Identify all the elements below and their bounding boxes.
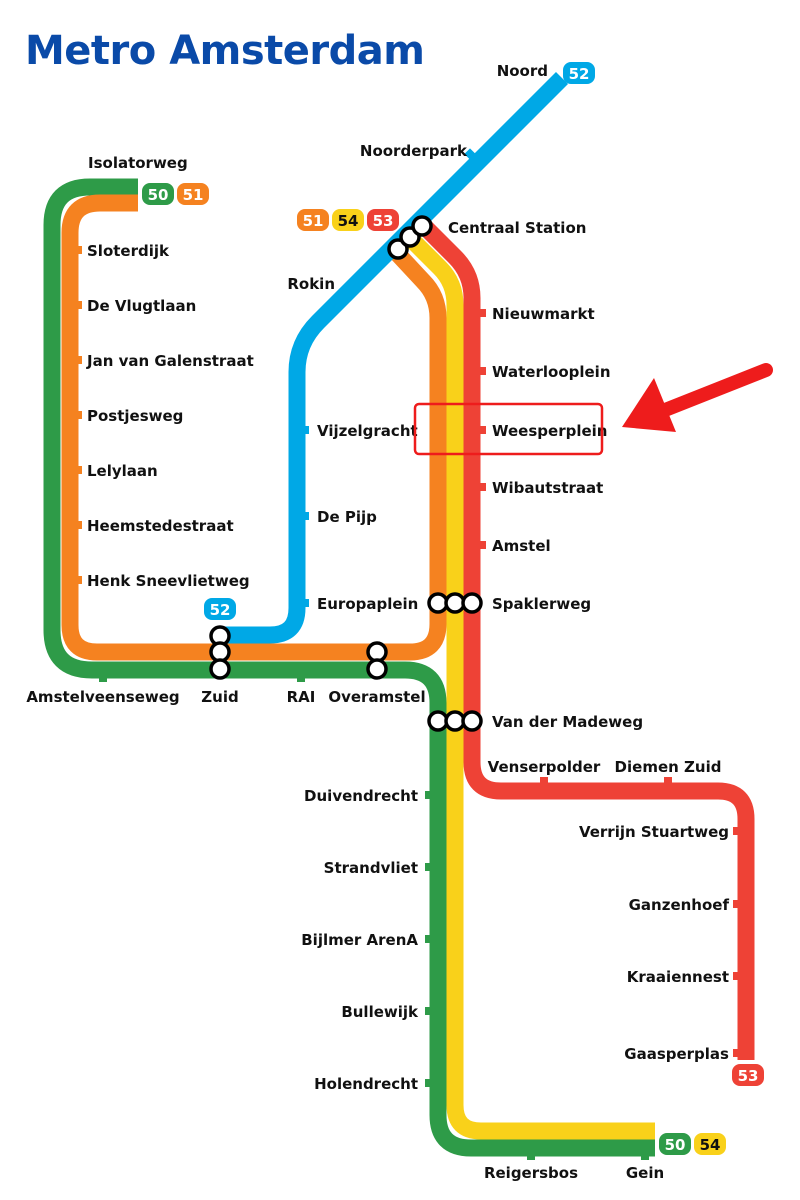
station-waterlooplein[interactable]: Waterlooplein: [492, 363, 611, 381]
station-lelylaan[interactable]: Lelylaan: [87, 462, 158, 480]
station-amstel[interactable]: Amstel: [492, 537, 551, 555]
station-nieuwmarkt[interactable]: Nieuwmarkt: [492, 305, 595, 323]
station-verrijn-stuartweg[interactable]: Verrijn Stuartweg: [579, 823, 729, 841]
station-ganzenhoef[interactable]: Ganzenhoef: [629, 896, 730, 914]
station-postjesweg[interactable]: Postjesweg: [87, 407, 183, 425]
badge-52: 52: [210, 601, 231, 619]
station-reigersbos[interactable]: Reigersbos: [484, 1164, 578, 1182]
station-van-der-madeweg[interactable]: Van der Madeweg: [492, 713, 643, 731]
interchange-van-der-madeweg[interactable]: [427, 710, 483, 732]
badge-53: 53: [373, 212, 394, 230]
station-bullewijk[interactable]: Bullewijk: [341, 1003, 419, 1021]
interchange-centraal[interactable]: [387, 215, 433, 260]
station-gaasperplas[interactable]: Gaasperplas: [624, 1045, 729, 1063]
station-venserpolder[interactable]: Venserpolder: [488, 758, 601, 776]
station-duivendrecht[interactable]: Duivendrecht: [304, 787, 418, 805]
badge-53: 53: [738, 1067, 759, 1085]
station-labels: Isolatorweg Sloterdijk De Vlugtlaan Jan …: [26, 62, 729, 1182]
station-wibautstraat[interactable]: Wibautstraat: [492, 479, 603, 497]
station-weesperplein[interactable]: Weesperplein: [492, 422, 607, 440]
badge-50: 50: [665, 1136, 686, 1154]
station-strandvliet[interactable]: Strandvliet: [324, 859, 418, 877]
station-europaplein[interactable]: Europaplein: [317, 595, 418, 613]
station-noord[interactable]: Noord: [497, 62, 548, 80]
station-spaklerweg[interactable]: Spaklerweg: [492, 595, 591, 613]
station-vijzelgracht[interactable]: Vijzelgracht: [317, 422, 418, 440]
arrow-icon: [622, 363, 773, 432]
station-overamstel[interactable]: Overamstel: [328, 688, 425, 706]
station-henk-sneevlietweg[interactable]: Henk Sneevlietweg: [87, 572, 250, 590]
badges: 50 51 51 54 53 52 52 53 50 54: [142, 62, 764, 1155]
interchange-overamstel[interactable]: [366, 641, 388, 680]
line-53-red: [417, 219, 755, 1060]
station-diemen-zuid[interactable]: Diemen Zuid: [615, 758, 722, 776]
station-centraal-station[interactable]: Centraal Station: [448, 219, 586, 237]
interchange-zuid[interactable]: [209, 625, 231, 680]
line-52-blue: [220, 71, 569, 644]
station-gein[interactable]: Gein: [626, 1164, 664, 1182]
badge-51: 51: [183, 186, 204, 204]
station-bijlmer-arena[interactable]: Bijlmer ArenA: [301, 931, 418, 949]
line-51-orange: [61, 194, 447, 661]
badge-54: 54: [338, 212, 359, 230]
station-holendrecht[interactable]: Holendrecht: [314, 1075, 418, 1093]
station-zuid[interactable]: Zuid: [201, 688, 238, 706]
station-sloterdijk[interactable]: Sloterdijk: [87, 242, 170, 260]
station-rokin[interactable]: Rokin: [287, 275, 335, 293]
badge-51: 51: [303, 212, 324, 230]
line-50-green: [43, 178, 655, 1157]
station-rai[interactable]: RAI: [287, 688, 316, 706]
station-de-pijp[interactable]: De Pijp: [317, 508, 377, 526]
station-isolatorweg[interactable]: Isolatorweg: [88, 154, 188, 172]
station-ticks: [76, 148, 740, 1160]
interchange-spaklerweg[interactable]: [427, 592, 483, 614]
badge-52: 52: [569, 65, 590, 83]
station-de-vlugtlaan[interactable]: De Vlugtlaan: [87, 297, 196, 315]
map-title: Metro Amsterdam: [25, 28, 425, 74]
line-54-yellow: [403, 231, 655, 1140]
station-heemstedestraat[interactable]: Heemstedestraat: [87, 517, 234, 535]
station-jan-van-galenstraat[interactable]: Jan van Galenstraat: [86, 352, 254, 370]
badge-50: 50: [148, 186, 169, 204]
badge-54: 54: [700, 1136, 721, 1154]
highlight-box: [413, 402, 604, 456]
station-noorderpark[interactable]: Noorderpark: [360, 142, 468, 160]
station-kraaiennest[interactable]: Kraaiennest: [627, 968, 729, 986]
station-amstelveenseweg[interactable]: Amstelveenseweg: [26, 688, 179, 706]
